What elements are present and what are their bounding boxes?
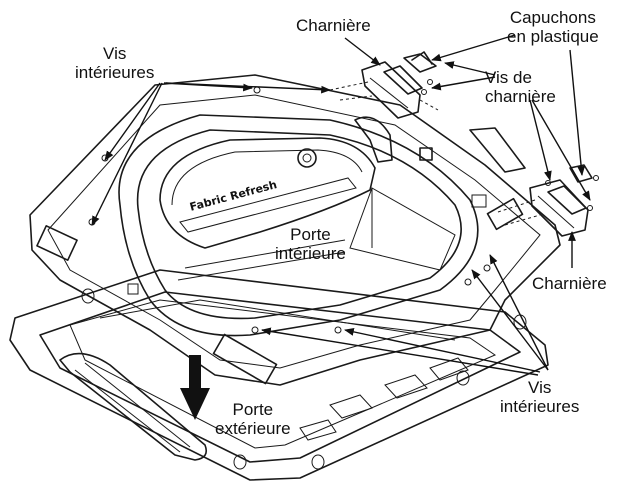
- label-vis-bottom-line2: intérieures: [500, 397, 580, 416]
- label-vis-de-line2: charnière: [485, 87, 556, 106]
- label-charniere-top: Charnière: [296, 16, 371, 35]
- label-porte-exterieure-line2: extérieure: [215, 419, 291, 438]
- callout-lines: [91, 34, 591, 376]
- label-vis-de-line1: Vis de: [485, 68, 532, 87]
- label-capuchons-line1: Capuchons: [509, 8, 596, 27]
- label-capuchons-line2: en plastique: [507, 27, 599, 46]
- label-porte-interieure: Porte intérieure: [275, 225, 346, 263]
- label-charniere-right: Charnière: [532, 274, 607, 293]
- label-porte-interieure-line1: Porte: [290, 225, 331, 244]
- label-porte-exterieure-line1: Porte: [232, 400, 274, 419]
- outer-door: [9, 269, 549, 481]
- label-vis-line1: Vis: [103, 44, 127, 63]
- label-porte-interieure-line2: intérieure: [275, 244, 346, 263]
- top-hinge-assembly: [329, 51, 439, 119]
- label-porte-exterieure: Porte extérieure: [215, 400, 291, 438]
- label-capuchons-en-plastique: Capuchons en plastique: [507, 8, 599, 46]
- label-vis-de-charniere: Vis de charnière: [485, 68, 556, 106]
- label-vis-bottom-line1: Vis: [528, 378, 552, 397]
- label-vis-interieures-bottom: Vis intérieures: [500, 378, 579, 416]
- inner-door: [29, 74, 561, 386]
- right-hinge-assembly: [497, 164, 599, 237]
- label-vis-interieures-top: Vis intérieures: [75, 44, 154, 82]
- downward-arrow-icon: [180, 355, 210, 420]
- label-vis-line2: intérieures: [75, 63, 155, 82]
